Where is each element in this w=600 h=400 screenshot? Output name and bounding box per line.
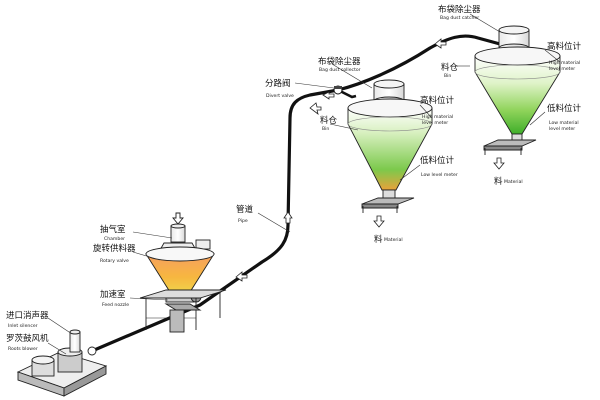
material-arrow-right [493,157,505,170]
material-arrow-mid [373,215,385,228]
divert-valve [333,85,343,95]
leader-lines [47,13,561,355]
chamber-label-en: Chamber [104,236,125,242]
high-meter-right-label-zh: 高料位计 [547,41,582,52]
pipe-label-en: Pipe [238,218,248,224]
bin-middle [347,79,433,213]
roots-blower-label-en: Roots blower [8,346,38,352]
material-mid-label-en: Material [384,237,403,243]
inlet-silencer-label-en: Inlet silencer [8,323,38,329]
rotary-valve-label-en: Rotary valve [100,258,129,264]
feed-hopper [139,212,227,333]
high-meter-right-label-en2: level meter [549,66,575,72]
branch-pipe [337,88,357,99]
high-meter-mid-label-zh: 高料位计 [420,95,455,106]
bag-dust-catcher-label-zh: 布袋除尘器 [438,4,481,15]
flow-arrow-top [434,38,447,49]
material-mid-label-zh: 料 [374,234,383,245]
divert-valve-label-zh: 分路阀 [265,78,291,89]
bin-mid-label-zh: 料仓 [320,115,338,126]
inlet-silencer-label-zh: 进口消声器 [6,310,49,321]
chamber-label-zh: 抽气室 [100,224,126,235]
flow-arrow-up [283,211,293,224]
low-meter-right-label-en1: Low material [549,120,579,126]
low-meter-mid-label-zh: 低料位计 [420,155,455,166]
flow-arrow-divert [322,91,335,100]
high-meter-right-label-en1: High material [549,60,580,66]
material-right-label-zh: 料 [494,176,503,187]
bag-dust-collector-label-zh: 布袋除尘器 [318,56,361,67]
flow-arrow-feed [235,271,248,282]
high-meter-mid-label-en2: level meter [422,120,448,126]
low-meter-mid-label-en: Low level meter [421,172,458,178]
pipe-label-zh: 管道 [236,204,254,215]
material-right-label-en: Material [504,179,523,185]
rotary-valve-label-zh: 旋转供料器 [93,243,136,254]
bin-right [474,25,561,155]
bag-dust-collector-label-en: Bag dust collector [319,67,361,73]
bin-right-label-zh: 料仓 [441,62,459,73]
bag-dust-catcher-label-en: Bag dust catcher [440,15,479,21]
high-meter-mid-label-en1: High material [422,114,453,120]
roots-blower-label-zh: 罗茨鼓风机 [6,333,49,344]
bin-right-label-en: Bin [444,73,451,79]
feed-nozzle-label-zh: 加速室 [100,289,126,300]
divert-valve-label-en: Divert valve [266,93,294,99]
roots-blower [16,329,108,397]
feed-nozzle-label-en: Feed nozzle [102,302,129,308]
low-meter-right-label-en2: level meter [549,126,575,132]
low-meter-right-label-zh: 低料位计 [547,103,582,114]
flow-arrow-upper [309,102,322,115]
bin-mid-label-en: Bin [322,126,329,132]
